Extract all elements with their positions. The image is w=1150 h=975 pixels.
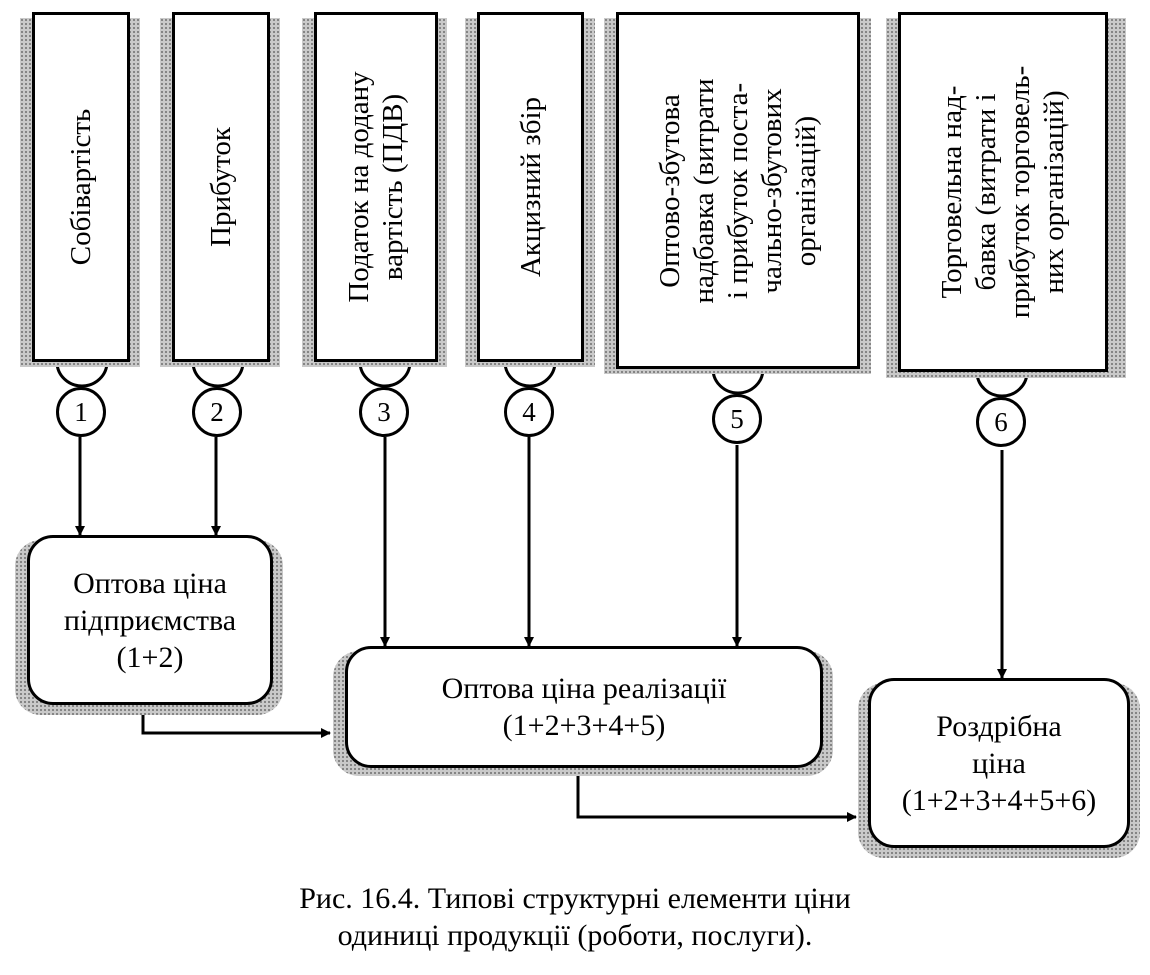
component-box-6: Торговельна над- бавка (витрати і прибут…: [898, 12, 1108, 372]
retail-price-line-2: ціна: [972, 746, 1026, 780]
component-3-line-2: вартість (ПДВ): [377, 93, 409, 281]
component-text-1: Собівартість: [64, 109, 98, 265]
connector-arc-6: [975, 371, 1029, 398]
arrow-sales-to-retail: [576, 775, 857, 822]
sales-price-line-1: Оптова ціна реалізації: [441, 672, 727, 705]
connector-arc-5: [711, 368, 765, 395]
component-6-line-3: прибуток торговель-: [1004, 65, 1036, 319]
connector-arc-3: [358, 361, 412, 388]
component-box-4: Акцизний збір: [477, 12, 584, 362]
component-1-line-1: Собівартість: [65, 108, 97, 266]
sales-price-line-2: (1+2+3+4+5): [502, 709, 666, 742]
connector-arc-2: [191, 361, 245, 388]
component-3-line-1: Податок на додану: [343, 71, 375, 303]
enterprise-price-line-1: Оптова ціна: [73, 566, 227, 600]
enterprise-price-line-3: (1+2): [116, 640, 184, 674]
component-5-line-3: і прибуток поста-: [722, 82, 754, 299]
number-circle-6: 6: [976, 397, 1026, 447]
retail-price-line-1: Роздрібна: [936, 709, 1062, 743]
caption-line-2: одиниці продукції (роботи, послуги).: [337, 919, 813, 952]
component-box-2: Прибуток: [172, 12, 270, 362]
component-text-3: Податок на додану вартість (ПДВ): [342, 71, 410, 302]
component-6-line-1: Торговельна над-: [936, 85, 968, 299]
component-4-line-1: Акцизний збір: [514, 96, 547, 278]
number-circle-5: 5: [712, 394, 762, 444]
component-5-line-5: організацій): [790, 115, 822, 266]
number-circle-4: 4: [504, 387, 554, 437]
component-text-5: Оптово-збутова надбавка (витрати і прибу…: [653, 78, 823, 303]
component-5-line-1: Оптово-збутова: [654, 93, 686, 288]
component-2-line-1: Прибуток: [205, 127, 237, 247]
figure-caption: Рис. 16.4. Типові структурні елементи ці…: [0, 880, 1150, 954]
retail-price-box: Роздрібна ціна (1+2+3+4+5+6): [868, 678, 1130, 848]
component-text-4: Акцизний збір: [514, 97, 548, 277]
connector-arc-4: [503, 361, 557, 388]
retail-price-line-3: (1+2+3+4+5+6): [901, 783, 1097, 817]
component-5-line-4: чально-збутових: [756, 87, 788, 294]
number-circle-3: 3: [359, 387, 409, 437]
component-6-line-4: них організацій): [1038, 90, 1070, 294]
number-circle-1: 1: [56, 387, 106, 437]
number-circle-2: 2: [192, 387, 242, 437]
connector-arc-1: [55, 361, 109, 388]
enterprise-wholesale-price-box: Оптова ціна підприємства (1+2): [27, 535, 273, 705]
component-box-1: Собівартість: [32, 12, 130, 362]
enterprise-price-line-2: підприємства: [63, 603, 237, 637]
component-box-3: Податок на додану вартість (ПДВ): [314, 12, 438, 362]
component-6-line-2: бавка (витрати і: [970, 93, 1002, 291]
component-box-5: Оптово-збутова надбавка (витрати і прибу…: [616, 12, 860, 369]
caption-line-1: Рис. 16.4. Типові структурні елементи ці…: [299, 882, 851, 915]
component-text-6: Торговельна над- бавка (витрати і прибут…: [935, 66, 1071, 319]
component-5-line-2: надбавка (витрати: [688, 78, 720, 303]
wholesale-sales-price-box: Оптова ціна реалізації (1+2+3+4+5): [345, 646, 823, 768]
component-text-2: Прибуток: [204, 127, 238, 247]
